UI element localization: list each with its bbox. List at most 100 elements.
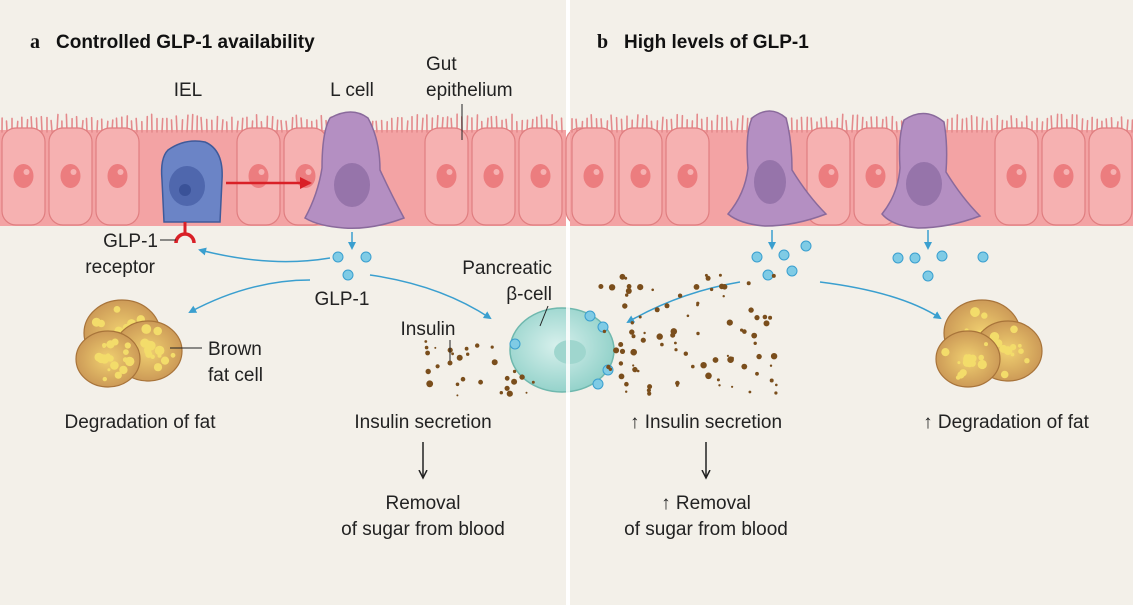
brown-label-2: fat cell xyxy=(208,365,263,386)
arrow-to-beta xyxy=(369,274,492,320)
microvillus xyxy=(161,117,164,133)
microvillus xyxy=(895,121,898,133)
lipid-droplet xyxy=(1000,370,1009,379)
insulin-particle xyxy=(425,350,430,356)
cell-nucleus xyxy=(483,164,504,188)
glp1-dot xyxy=(332,251,344,263)
nucleolus xyxy=(23,169,30,175)
cell-nucleus xyxy=(1100,164,1121,188)
nucleolus xyxy=(70,169,77,175)
receptor-label-2: receptor xyxy=(85,257,155,278)
insulin-particle xyxy=(769,378,774,383)
beta-cell-leader xyxy=(539,305,549,327)
insulin-particle xyxy=(763,320,770,327)
microvillus xyxy=(241,117,244,133)
insulin-particle xyxy=(771,273,776,278)
insulin-particle xyxy=(646,388,652,393)
lipid-droplet xyxy=(1018,348,1024,355)
insulin-particle xyxy=(491,359,498,366)
insulin-particle xyxy=(774,391,778,395)
microvillus xyxy=(736,118,739,133)
lipid-droplet xyxy=(150,354,155,359)
microvillus xyxy=(990,117,993,133)
insulin-particle xyxy=(598,284,604,289)
pancreatic-label-2: β-cell xyxy=(506,284,552,305)
lipid-droplet xyxy=(97,319,106,328)
insulin-particle xyxy=(718,273,722,277)
cell-nucleus xyxy=(1006,164,1027,188)
lipid-droplet xyxy=(966,361,973,368)
insulin-secretion-label-b: ↑ Insulin secretion xyxy=(630,412,782,433)
insulin-particle xyxy=(511,378,518,385)
insulin-particle xyxy=(625,390,628,393)
cell-nucleus xyxy=(1053,164,1074,188)
insulin-particle xyxy=(670,328,678,335)
insulin-particle xyxy=(686,314,690,318)
glp1-dot xyxy=(977,251,989,263)
lipid-droplet xyxy=(170,352,176,358)
insulin-particle xyxy=(753,341,757,345)
microvillus xyxy=(856,114,859,133)
microvillus xyxy=(730,120,733,133)
gut-epithelium-a xyxy=(0,113,610,226)
glp1-dot xyxy=(751,251,763,263)
insulin-particle xyxy=(460,376,466,382)
insulin-particle xyxy=(630,321,634,325)
lipid-droplet xyxy=(941,348,950,357)
insulin-leader-dot xyxy=(447,360,453,366)
nucleolus xyxy=(828,169,835,175)
microvillus xyxy=(800,116,803,133)
microvillus xyxy=(1041,121,1044,133)
lipid-droplet xyxy=(955,375,961,380)
panel-b-letter: b xyxy=(597,31,608,53)
glp1-label: GLP-1 xyxy=(315,289,370,310)
microvillus xyxy=(320,114,323,133)
microvillus xyxy=(96,119,99,133)
insulin-particle xyxy=(632,366,638,373)
insulin-particle xyxy=(726,319,733,326)
insulin-particle xyxy=(731,356,734,360)
lipid-droplet xyxy=(141,324,152,334)
insulin-particle xyxy=(490,345,494,349)
insulin-particle xyxy=(660,342,664,347)
insulin-particle xyxy=(637,284,644,291)
receptor-label-1: GLP-1 xyxy=(103,231,158,252)
insulin-particle xyxy=(742,329,747,334)
insulin-particle xyxy=(626,284,632,289)
cell-nucleus xyxy=(818,164,839,188)
microvillus xyxy=(396,116,399,133)
lipid-droplet xyxy=(1017,343,1022,348)
gut-label-2: epithelium xyxy=(426,80,513,101)
insulin-particle xyxy=(531,380,535,384)
insulin-particle xyxy=(424,340,428,343)
insulin-particle xyxy=(651,288,654,292)
insulin-particle xyxy=(619,348,626,354)
insulin-particle xyxy=(464,346,469,351)
lipid-droplet xyxy=(125,356,135,367)
brown-fat-cell xyxy=(75,299,183,388)
insulin-particle xyxy=(456,394,459,397)
nucleolus xyxy=(1016,169,1023,175)
panel-b-title: High levels of GLP-1 xyxy=(624,32,809,53)
insulin-particle xyxy=(506,390,513,397)
insulin-particle xyxy=(631,334,636,339)
cell-nucleus xyxy=(248,164,269,188)
glp1-dot xyxy=(892,252,904,264)
glp1-dot xyxy=(360,251,372,263)
insulin-particle xyxy=(504,385,510,391)
insulin-particle xyxy=(748,390,752,394)
nucleolus xyxy=(117,169,124,175)
cell-nucleus xyxy=(107,164,128,188)
insulin-particle xyxy=(451,352,454,356)
glp1-molecules xyxy=(332,240,989,282)
insulin-particle xyxy=(675,384,679,387)
insulin-particle xyxy=(677,293,683,298)
microvillus xyxy=(175,115,178,133)
lipid-droplet xyxy=(123,349,129,355)
insulin-particle xyxy=(624,276,628,280)
nucleolus xyxy=(446,169,453,175)
iel-cell xyxy=(160,140,223,223)
insulin-particle xyxy=(709,287,714,292)
cell-nucleus xyxy=(436,164,457,188)
